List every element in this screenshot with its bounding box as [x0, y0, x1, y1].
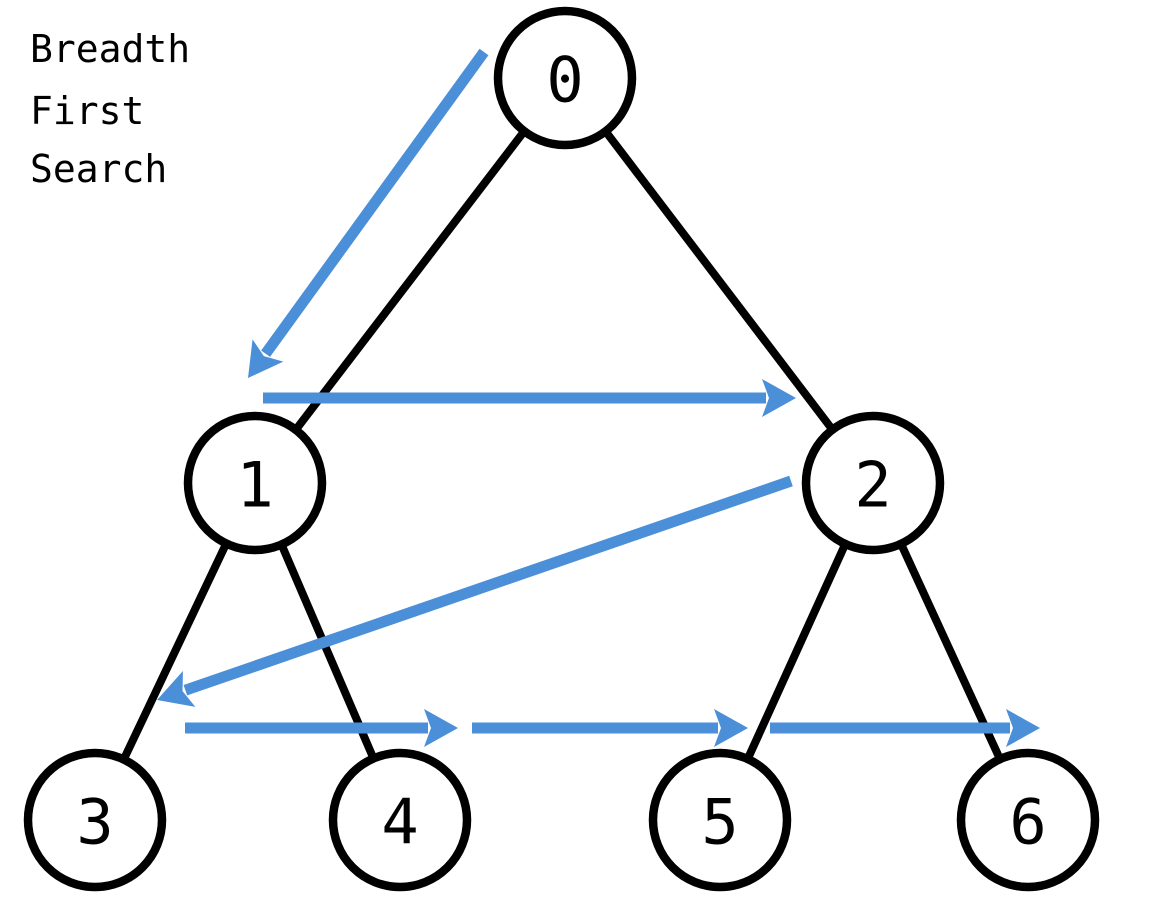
tree-node-1[interactable]: 1	[183, 411, 327, 555]
tree-node-3[interactable]: 3	[23, 748, 167, 892]
node-label-2: 2	[854, 449, 891, 522]
node-label-6: 6	[1009, 786, 1046, 859]
traversal-arrows-layer	[157, 48, 1040, 747]
tree-edges-layer	[119, 127, 1005, 763]
node-label-3: 3	[76, 786, 113, 859]
traversal-arrow-3-to-4	[185, 709, 458, 747]
node-circle-1[interactable]	[183, 411, 327, 555]
tree-edge-0-2	[601, 127, 837, 434]
node-circle-6[interactable]	[956, 748, 1100, 892]
tree-edge-0-1	[291, 127, 529, 434]
arrow-shaft	[183, 475, 793, 696]
tree-edge-1-3	[119, 540, 231, 763]
node-circle-5[interactable]	[648, 748, 792, 892]
title-line-3: Search	[30, 147, 167, 191]
arrow-head	[424, 709, 458, 747]
node-label-4: 4	[381, 786, 418, 859]
node-circle-3[interactable]	[23, 748, 167, 892]
arrow-head	[248, 339, 284, 378]
tree-node-2[interactable]: 2	[801, 411, 945, 555]
node-label-0: 0	[546, 44, 583, 117]
arrow-head	[157, 670, 196, 707]
title-line-2: First	[30, 89, 144, 133]
node-label-1: 1	[236, 449, 273, 522]
traversal-arrow-1-to-2	[263, 379, 796, 417]
arrow-head	[1006, 709, 1040, 747]
tree-node-5[interactable]: 5	[648, 748, 792, 892]
tree-nodes-layer: 0 1 2 3 4 5 6	[23, 6, 1100, 892]
arrow-head	[762, 379, 796, 417]
diagram-title: Breadth First Search	[30, 27, 190, 191]
tree-node-0[interactable]: 0	[493, 6, 637, 150]
node-circle-4[interactable]	[328, 748, 472, 892]
node-label-5: 5	[701, 786, 738, 859]
node-circle-2[interactable]	[801, 411, 945, 555]
traversal-arrow-0-to-1	[248, 48, 489, 378]
traversal-arrow-2-to-3	[157, 475, 793, 707]
tree-node-6[interactable]: 6	[956, 748, 1100, 892]
node-circle-0[interactable]	[493, 6, 637, 150]
arrow-head	[714, 709, 748, 747]
traversal-arrow-5-to-6	[770, 709, 1040, 747]
traversal-arrow-4-to-5	[472, 709, 748, 747]
title-line-1: Breadth	[30, 27, 190, 71]
tree-edge-2-5	[743, 540, 850, 763]
arrow-shaft	[261, 48, 489, 357]
tree-node-4[interactable]: 4	[328, 748, 472, 892]
